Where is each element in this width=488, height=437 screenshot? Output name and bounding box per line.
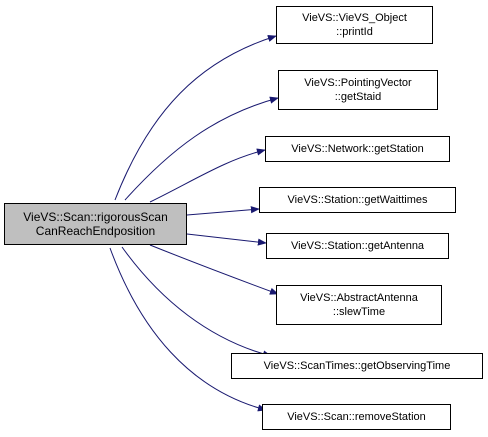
callee-node-getobservingtime[interactable]: VieVS::ScanTimes::getObservingTime bbox=[231, 353, 483, 379]
callee-node-getstation[interactable]: VieVS::Network::getStation bbox=[265, 136, 450, 162]
edge-to-getstation bbox=[149, 148, 266, 203]
root-function-label-line2: CanReachEndposition bbox=[35, 224, 156, 238]
callee-label: VieVS::ScanTimes::getObservingTime bbox=[263, 360, 451, 372]
callee-label: VieVS::Station::getWaittimes bbox=[287, 194, 428, 206]
root-function-label-line1: VieVS::Scan::rigorousScan bbox=[23, 210, 168, 224]
callee-node-slewtime[interactable]: VieVS::AbstractAntenna ::slewTime bbox=[276, 285, 442, 325]
callee-label-line1: VieVS::PointingVector bbox=[304, 77, 412, 89]
root-function-node[interactable]: VieVS::Scan::rigorousScan CanReachEndpos… bbox=[4, 203, 187, 245]
callee-node-getwaittimes[interactable]: VieVS::Station::getWaittimes bbox=[259, 187, 456, 213]
edge-to-getwaittimes bbox=[186, 206, 260, 216]
callee-label-line2: ::getStaid bbox=[334, 91, 382, 103]
callee-label-line1: VieVS::AbstractAntenna bbox=[300, 292, 418, 304]
callee-node-getantenna[interactable]: VieVS::Station::getAntenna bbox=[266, 233, 449, 259]
callee-label-line2: ::printId bbox=[336, 26, 373, 38]
callee-node-getstaid[interactable]: VieVS::PointingVector ::getStaid bbox=[278, 70, 438, 110]
callee-node-removestation[interactable]: VieVS::Scan::removeStation bbox=[262, 404, 451, 430]
edge-to-getstaid bbox=[124, 96, 279, 201]
callee-label: VieVS::Station::getAntenna bbox=[290, 240, 425, 252]
callee-label-line1: VieVS::VieVS_Object bbox=[302, 12, 407, 24]
edge-to-getantenna bbox=[186, 233, 267, 246]
edge-to-printid bbox=[114, 35, 277, 201]
edge-to-getobservingtime bbox=[121, 246, 272, 358]
callee-label-line2: ::slewTime bbox=[332, 306, 386, 318]
callee-node-printid[interactable]: VieVS::VieVS_Object ::printId bbox=[276, 6, 433, 44]
callee-label: VieVS::Network::getStation bbox=[291, 143, 424, 155]
edge-to-slewtime bbox=[149, 244, 279, 295]
edge-to-removestation bbox=[109, 247, 267, 412]
callee-label: VieVS::Scan::removeStation bbox=[287, 411, 426, 423]
